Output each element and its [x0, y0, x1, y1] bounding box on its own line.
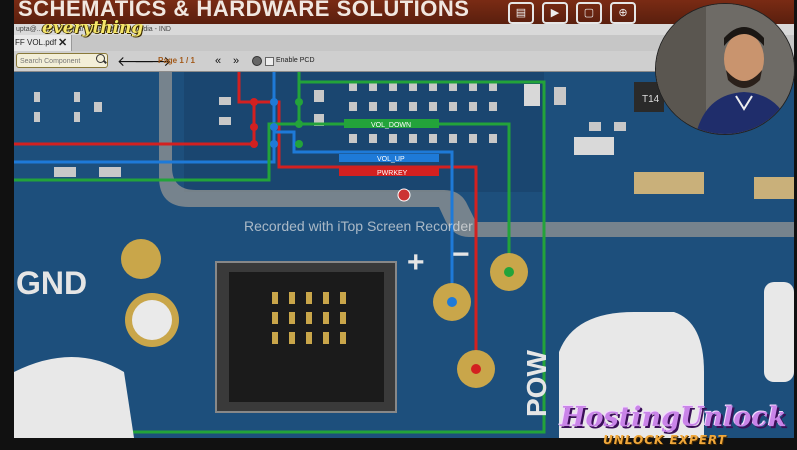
- enable-pcd-checkbox[interactable]: [265, 57, 274, 66]
- net-label-pwrkey: PWRKEY: [377, 170, 408, 177]
- zoom-icon[interactable]: ⊕: [610, 2, 636, 24]
- net-label-vol-up: VOL_UP: [377, 156, 405, 163]
- search-input[interactable]: Search Component: [16, 53, 108, 68]
- double-left-chevron-icon[interactable]: «: [214, 55, 222, 67]
- board-cutout-left: [14, 357, 134, 438]
- banner-icon-group: ▤ ▶ ▢ ⊕: [508, 2, 636, 24]
- close-icon[interactable]: ✕: [58, 37, 68, 49]
- logo-overlay: everything: [42, 18, 144, 38]
- sim-icon[interactable]: ▢: [576, 2, 602, 24]
- silkscreen-minus: −: [452, 238, 470, 271]
- system-info-bar: upta@... Professional x64 Build 7600 - I…: [14, 24, 794, 35]
- tab-bar: FF VOL.pdf ✕: [14, 35, 794, 51]
- board-connector: [215, 261, 397, 413]
- net-label-vol-down: VOL_DOWN: [371, 122, 411, 129]
- unlock-expert-logo: UNLOCK EXPERT: [603, 433, 727, 447]
- pcb-board-view[interactable]: T14 VOL_DOWN VOL_UP PWRKEY: [14, 72, 794, 438]
- shield-outline: [159, 72, 794, 237]
- solder-pads: [121, 239, 528, 388]
- tab-ff-vol-pdf[interactable]: FF VOL.pdf ✕: [14, 35, 72, 51]
- back-arrow-icon[interactable]: 🡐: [117, 53, 155, 69]
- toolbar: Search Component 🡐 🡒 Page 1 / 1 « » Enab…: [14, 51, 794, 72]
- silkscreen-plus: +: [407, 246, 425, 279]
- silkscreen-gnd: GND: [16, 265, 87, 301]
- recorder-watermark: Recorded with iTop Screen Recorder: [244, 218, 473, 234]
- double-right-chevron-icon[interactable]: »: [232, 55, 240, 67]
- banner-title: SCHEMATICS & HARDWARE SOLUTIONS: [18, 0, 470, 21]
- forward-arrow-icon[interactable]: 🡒: [134, 53, 172, 69]
- play-icon[interactable]: ▶: [542, 2, 568, 24]
- hostingunlock-logo: HostingUnlock: [560, 402, 787, 433]
- app-banner: SCHEMATICS & HARDWARE SOLUTIONS ▤ ▶ ▢ ⊕: [14, 0, 794, 24]
- chip-label: T14: [642, 94, 660, 105]
- search-icon[interactable]: [96, 54, 105, 63]
- page-indicator: Page 1 / 1: [158, 56, 195, 65]
- tab-label: FF VOL.pdf: [15, 38, 57, 47]
- document-icon[interactable]: ▤: [508, 2, 534, 24]
- pcd-status-icon[interactable]: [252, 56, 262, 66]
- board-cutout-right: [559, 312, 704, 438]
- enable-pcd-label: Enable PCD: [276, 57, 315, 64]
- silkscreen-pow: POW: [521, 350, 552, 417]
- net-label-tags: VOL_DOWN VOL_UP PWRKEY: [339, 119, 439, 177]
- component-grid: [34, 82, 794, 199]
- junction-dots: [250, 98, 411, 202]
- presenter-webcam: [655, 3, 795, 135]
